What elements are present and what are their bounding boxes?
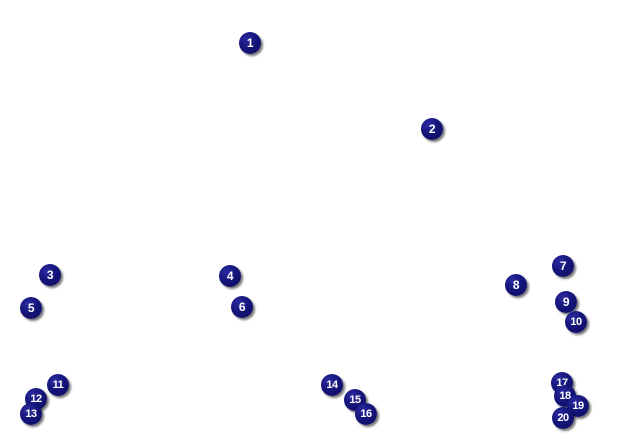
marker-6[interactable]: 6 [231,296,253,318]
marker-13[interactable]: 13 [20,403,42,425]
marker-14[interactable]: 14 [321,374,343,396]
marker-4[interactable]: 4 [219,265,241,287]
marker-9[interactable]: 9 [555,291,577,313]
marker-3[interactable]: 3 [39,264,61,286]
marker-1[interactable]: 1 [239,32,261,54]
marker-10[interactable]: 10 [565,311,587,333]
marker-8[interactable]: 8 [505,274,527,296]
marker-2[interactable]: 2 [421,118,443,140]
marker-11[interactable]: 11 [47,374,69,396]
marker-16[interactable]: 16 [355,403,377,425]
marker-7[interactable]: 7 [552,255,574,277]
marker-20[interactable]: 20 [552,407,574,429]
marker-5[interactable]: 5 [20,297,42,319]
